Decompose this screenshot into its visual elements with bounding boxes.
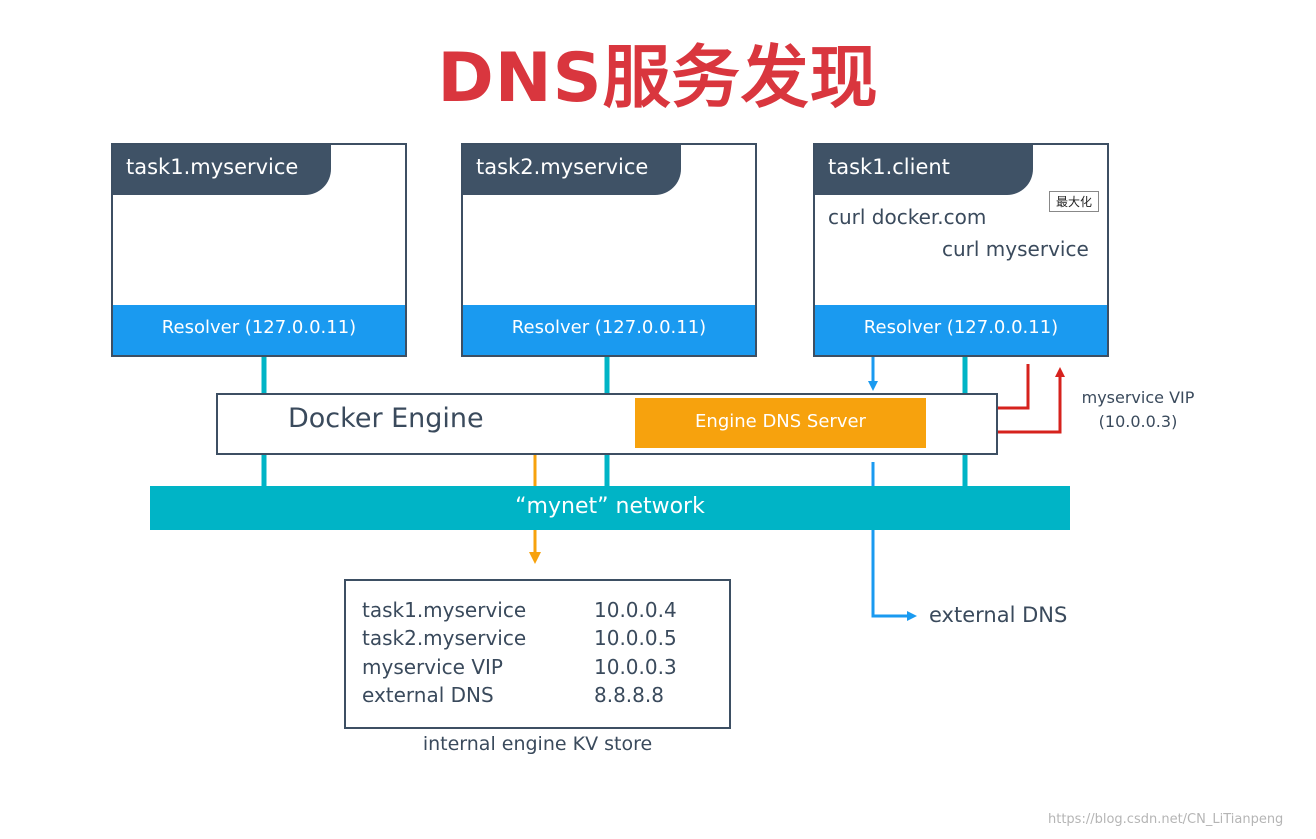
page-title: DNS服务发现: [437, 39, 879, 118]
kv-ip: 10.0.0.5: [594, 626, 677, 650]
maximize-button[interactable]: 最大化: [1049, 191, 1100, 212]
kv-name: task1.myservice: [362, 598, 527, 622]
vip-line2: (10.0.0.3): [1098, 412, 1178, 431]
task-header: task1.client: [815, 145, 1033, 195]
kv-store-caption: internal engine KV store: [422, 733, 653, 755]
task-header: task1.myservice: [113, 145, 331, 195]
task-box-task1-client: task1.client Resolver (127.0.0.11): [813, 143, 1109, 357]
kv-name: task2.myservice: [362, 626, 527, 650]
kv-ip: 10.0.0.4: [594, 598, 677, 622]
engine-dns-server: Engine DNS Server: [635, 398, 926, 448]
watermark: https://blog.csdn.net/CN_LiTianpeng: [1048, 812, 1284, 827]
resolver-bar: Resolver (127.0.0.11): [815, 305, 1107, 355]
docker-engine-label: Docker Engine: [288, 403, 484, 434]
external-dns-label: external DNS: [929, 603, 1068, 627]
curl-docker-command: curl docker.com: [828, 205, 987, 229]
kv-ip: 10.0.0.3: [594, 655, 677, 679]
vip-line1: myservice VIP: [1081, 388, 1195, 407]
kv-name: myservice VIP: [362, 655, 503, 679]
curl-myservice-command: curl myservice: [942, 237, 1089, 261]
resolver-bar: Resolver (127.0.0.11): [113, 305, 405, 355]
task-box-task2-myservice: task2.myservice Resolver (127.0.0.11): [461, 143, 757, 357]
resolver-bar: Resolver (127.0.0.11): [463, 305, 755, 355]
kv-store-box: task1.myservice 10.0.0.4 task2.myservice…: [344, 579, 731, 729]
task-header: task2.myservice: [463, 145, 681, 195]
task-box-task1-myservice: task1.myservice Resolver (127.0.0.11): [111, 143, 407, 357]
kv-ip: 8.8.8.8: [594, 683, 664, 707]
mynet-network-bar: “mynet” network: [150, 486, 1070, 530]
kv-name: external DNS: [362, 683, 494, 707]
myservice-vip-label: myservice VIP (10.0.0.3): [1068, 386, 1208, 434]
